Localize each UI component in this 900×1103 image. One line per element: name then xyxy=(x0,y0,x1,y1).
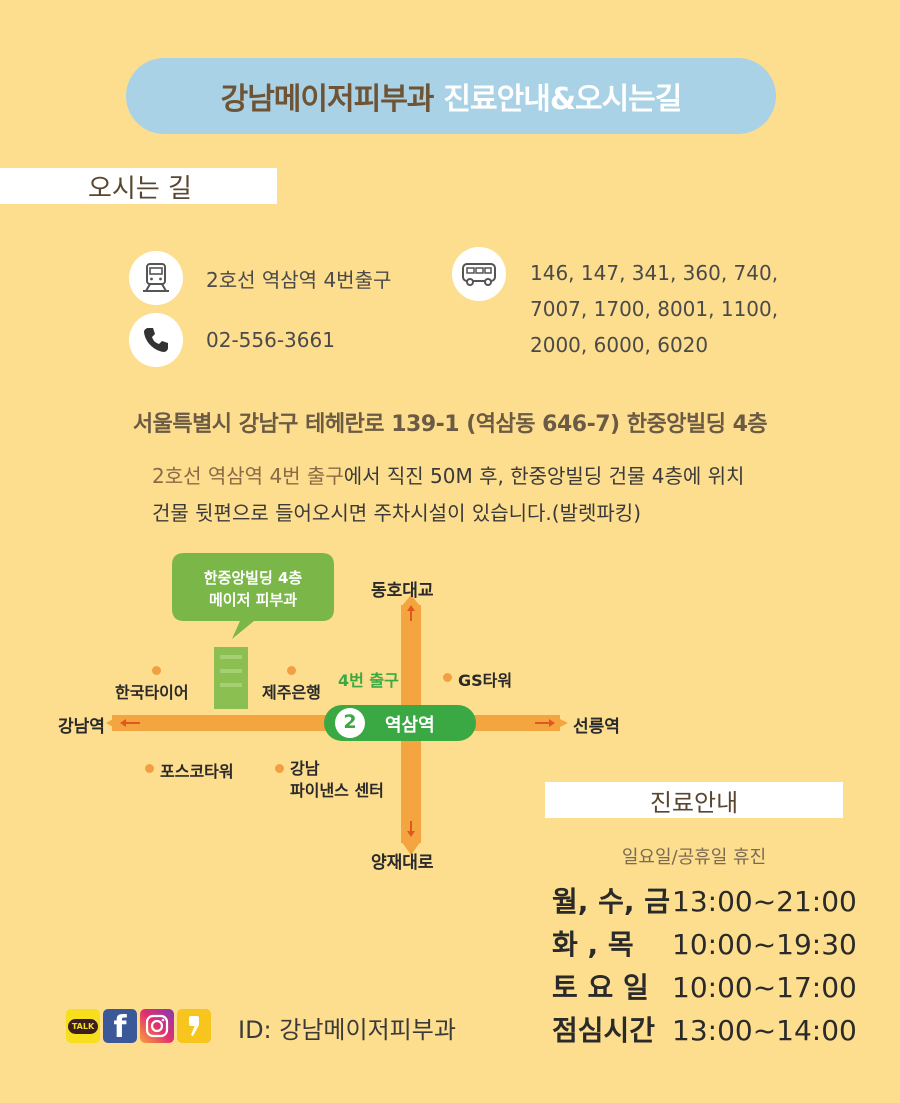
kakaotalk-icon[interactable]: TALK xyxy=(66,1009,100,1043)
social-icons: TALK f xyxy=(66,1009,211,1043)
facebook-icon[interactable]: f xyxy=(103,1009,137,1043)
landmark-dot xyxy=(145,764,154,773)
bus-lines: 146, 147, 341, 360, 740, 7007, 1700, 800… xyxy=(530,255,778,363)
hours-row: 토 요 일 10:00~17:00 xyxy=(552,966,857,1009)
finance-line1: 강남 xyxy=(290,759,320,778)
phone-icon xyxy=(129,313,183,367)
finance-line2: 파이낸스 센터 xyxy=(290,781,384,800)
directions-heading-label: 오시는 길 xyxy=(88,173,192,204)
kakao-label: TALK xyxy=(67,1018,99,1034)
directions-desc-line2: 건물 뒷편으로 들어오시면 주차시설이 있습니다.(발렛파킹) xyxy=(152,501,641,525)
page-title: 강남메이저피부과 진료안내&오시는길 xyxy=(126,58,776,134)
hours-time: 13:00~21:00 xyxy=(672,885,857,918)
hours-time: 13:00~14:00 xyxy=(672,1014,857,1047)
hours-day: 토 요 일 xyxy=(552,971,649,1004)
direction-west: 강남역 xyxy=(58,717,105,737)
landmark-dot xyxy=(275,764,284,773)
direction-south: 양재대로 xyxy=(371,853,434,873)
title-suffix: 진료안내&오시는길 xyxy=(443,82,682,117)
building-callout xyxy=(172,553,334,639)
directions-heading: 오시는 길 xyxy=(0,168,277,204)
hours-row: 점심시간 13:00~14:00 xyxy=(552,1009,857,1052)
landmark-dot xyxy=(152,666,161,675)
bus-icon xyxy=(452,247,506,301)
east-arrow-head xyxy=(552,715,568,731)
west-arrow-head xyxy=(106,715,120,731)
desc-rest: 에서 직진 50M 후, 한중앙빌딩 건물 4층에 위치 xyxy=(343,464,745,488)
bus-line-row: 7007, 1700, 8001, 1100, xyxy=(530,297,779,321)
kakaostory-icon[interactable] xyxy=(177,1009,211,1043)
landmark-jeju: 제주은행 xyxy=(262,683,321,702)
landmark-posco: 포스코타워 xyxy=(160,762,234,781)
building-callout-text: 한중앙빌딩 4층 메이저 피부과 xyxy=(172,567,334,611)
landmark-dot xyxy=(287,666,296,675)
hours-day: 월, 수, 금 xyxy=(552,885,671,918)
hours-table: 월, 수, 금13:00~21:00 화 , 목 10:00~19:30 토 요 … xyxy=(552,880,857,1052)
landmark-gs: GS타워 xyxy=(458,671,513,690)
bus-line-row: 146, 147, 341, 360, 740, xyxy=(530,261,779,285)
closed-note: 일요일/공휴일 휴진 xyxy=(621,847,767,868)
bubble-line1: 한중앙빌딩 4층 xyxy=(203,569,303,587)
landmark-hankook: 한국타이어 xyxy=(115,683,189,702)
bubble-line2: 메이저 피부과 xyxy=(208,591,298,609)
hours-heading: 진료안내 xyxy=(545,782,843,818)
hours-time: 10:00~19:30 xyxy=(672,928,857,961)
map-roads xyxy=(106,553,568,855)
social-id: ID: 강남메이저피부과 xyxy=(238,1016,456,1044)
station-name: 역삼역 xyxy=(385,715,435,736)
hours-row: 월, 수, 금13:00~21:00 xyxy=(552,880,857,923)
south-arrow-head xyxy=(401,841,421,855)
subway-info: 2호선 역삼역 4번출구 xyxy=(206,268,392,292)
hours-row: 화 , 목 10:00~19:30 xyxy=(552,923,857,966)
exit-highlight: 2호선 역삼역 4번 출구 xyxy=(152,464,344,488)
landmark-finance: 강남 파이낸스 센터 xyxy=(290,758,384,802)
phone-number[interactable]: 02-556-3661 xyxy=(206,328,335,352)
landmark-dot xyxy=(443,673,452,682)
hours-time: 10:00~17:00 xyxy=(672,971,857,1004)
location-map: 한중앙빌딩 4층 메이저 피부과 2 역삼역 4번 출구 동호대교 양재대로 강… xyxy=(0,545,900,885)
station-number-circle xyxy=(335,708,365,738)
instagram-icon[interactable] xyxy=(140,1009,174,1043)
hours-heading-label: 진료안내 xyxy=(649,788,739,817)
bus-line-row: 2000, 6000, 6020 xyxy=(530,333,709,357)
north-arrow-head xyxy=(401,595,421,607)
hours-day: 화 , 목 xyxy=(552,928,634,961)
direction-east: 선릉역 xyxy=(573,717,620,737)
exit-label: 4번 출구 xyxy=(338,671,399,690)
subway-icon xyxy=(129,251,183,305)
directions-desc-line1: 2호선 역삼역 4번 출구에서 직진 50M 후, 한중앙빌딩 건물 4층에 위… xyxy=(152,460,744,489)
hours-day: 점심시간 xyxy=(552,1014,656,1047)
line-number: 2 xyxy=(343,711,357,733)
clinic-name: 강남메이저피부과 xyxy=(220,82,435,117)
direction-north: 동호대교 xyxy=(371,581,434,601)
address: 서울특별시 강남구 테헤란로 139-1 (역삼동 646-7) 한중앙빌딩 4… xyxy=(132,412,768,437)
